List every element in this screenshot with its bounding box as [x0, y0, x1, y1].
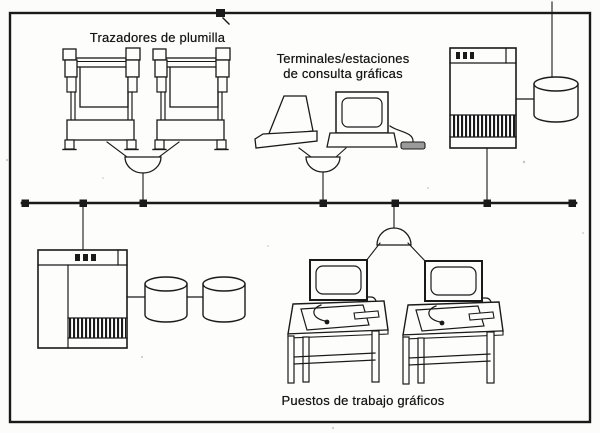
plotters-transceiver-dome [106, 141, 180, 204]
workstations-group [287, 202, 504, 385]
pen-plotter-1-icon [62, 47, 141, 151]
pen-plotters-group [62, 47, 231, 204]
mouse-icon [400, 141, 426, 150]
workstations-label: Puestos de trabajo gráficos [268, 393, 458, 408]
server-vent-grille [451, 115, 515, 137]
disk-cylinder-icon [202, 276, 246, 323]
plotters-label-text: Trazadores de plumilla [89, 30, 226, 45]
bus-terminator-right [568, 199, 576, 207]
disk-cylinder-icon [144, 276, 188, 323]
terminals-label-line2: de consulta gráficas [283, 66, 403, 81]
server-two-disks-group [37, 202, 246, 349]
terminals-transceiver-dome [298, 147, 347, 204]
workstations-transceiver-dome [365, 202, 427, 263]
scan-speckles [6, 159, 584, 429]
terminal-wedge-icon [254, 95, 318, 149]
terminals-label-line1: Terminales/estaciones [276, 51, 410, 66]
plotters-label: Trazadores de plumilla [70, 30, 245, 45]
server-one-disk-group [449, 47, 579, 204]
workstations-label-text: Puestos de trabajo gráficos [281, 393, 445, 408]
bus-terminator-left [21, 199, 29, 207]
bus-tap [391, 199, 399, 207]
query-terminals-group [254, 91, 426, 204]
pen-plotter-2-icon [152, 47, 231, 151]
scan-artifact-marks [216, 1, 553, 78]
desktop-computer-icon [326, 91, 426, 150]
mouse-cable [389, 125, 414, 143]
server-vent-grille [69, 318, 126, 338]
terminals-label: Terminales/estaciones de consulta gráfic… [258, 51, 428, 81]
disk-cylinder-icon [533, 76, 579, 123]
